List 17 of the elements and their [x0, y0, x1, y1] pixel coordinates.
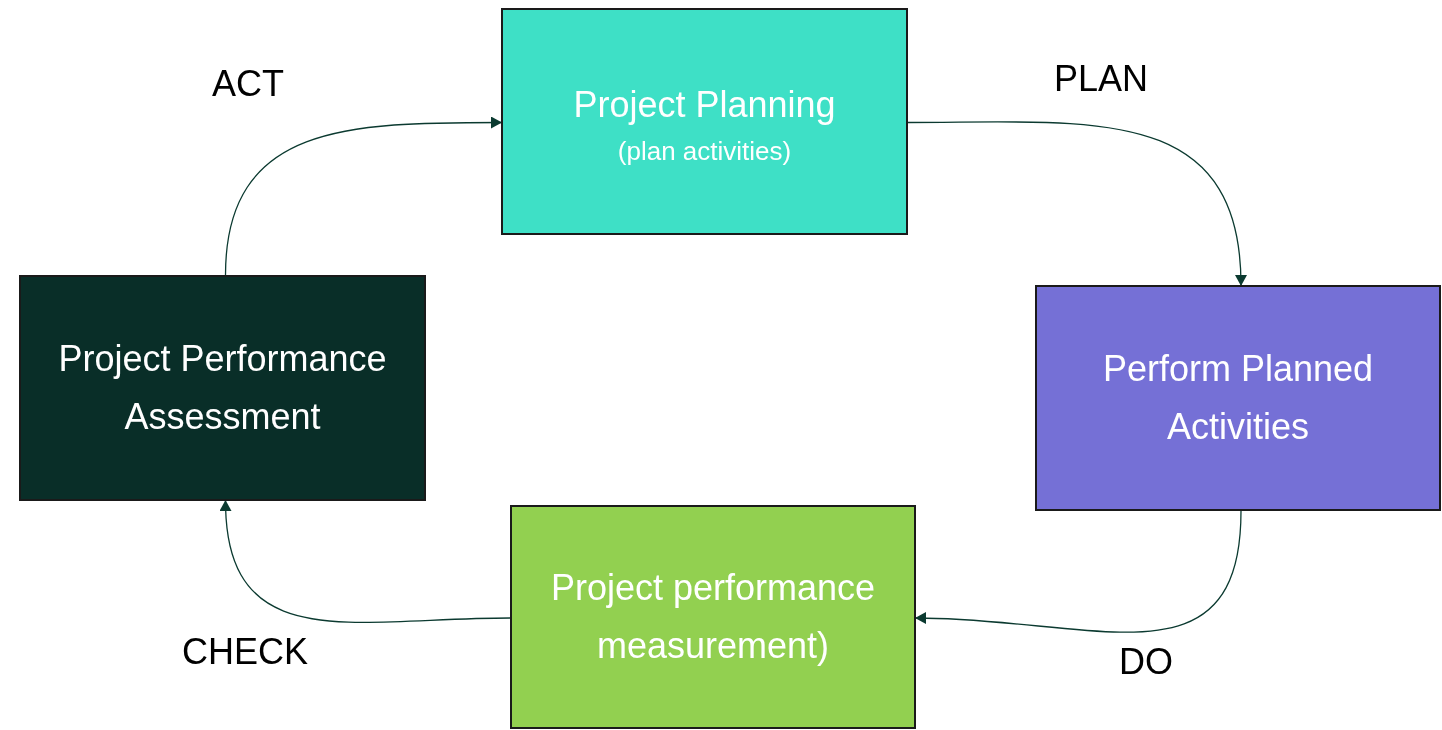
box-title: Perform Planned Activities: [1101, 347, 1375, 449]
arrow: [224, 116, 502, 276]
step-label: ACT: [212, 62, 284, 106]
box-title: Project performance measurement): [549, 566, 877, 668]
process-box: [1035, 285, 1441, 511]
process-box: [510, 505, 916, 729]
step-label: CHECK: [182, 630, 309, 674]
arrow: [915, 510, 1242, 633]
arrow: [907, 121, 1247, 286]
process-box: [19, 275, 426, 501]
box-subtitle: (plan activities): [617, 134, 792, 168]
step-label: PLAN: [1054, 57, 1149, 101]
box-title: Project Performance Assessment: [57, 337, 388, 439]
step-label: DO: [1119, 640, 1173, 684]
process-box: [501, 8, 908, 235]
arrow: [220, 500, 511, 624]
box-title: Project Planning: [573, 82, 836, 127]
